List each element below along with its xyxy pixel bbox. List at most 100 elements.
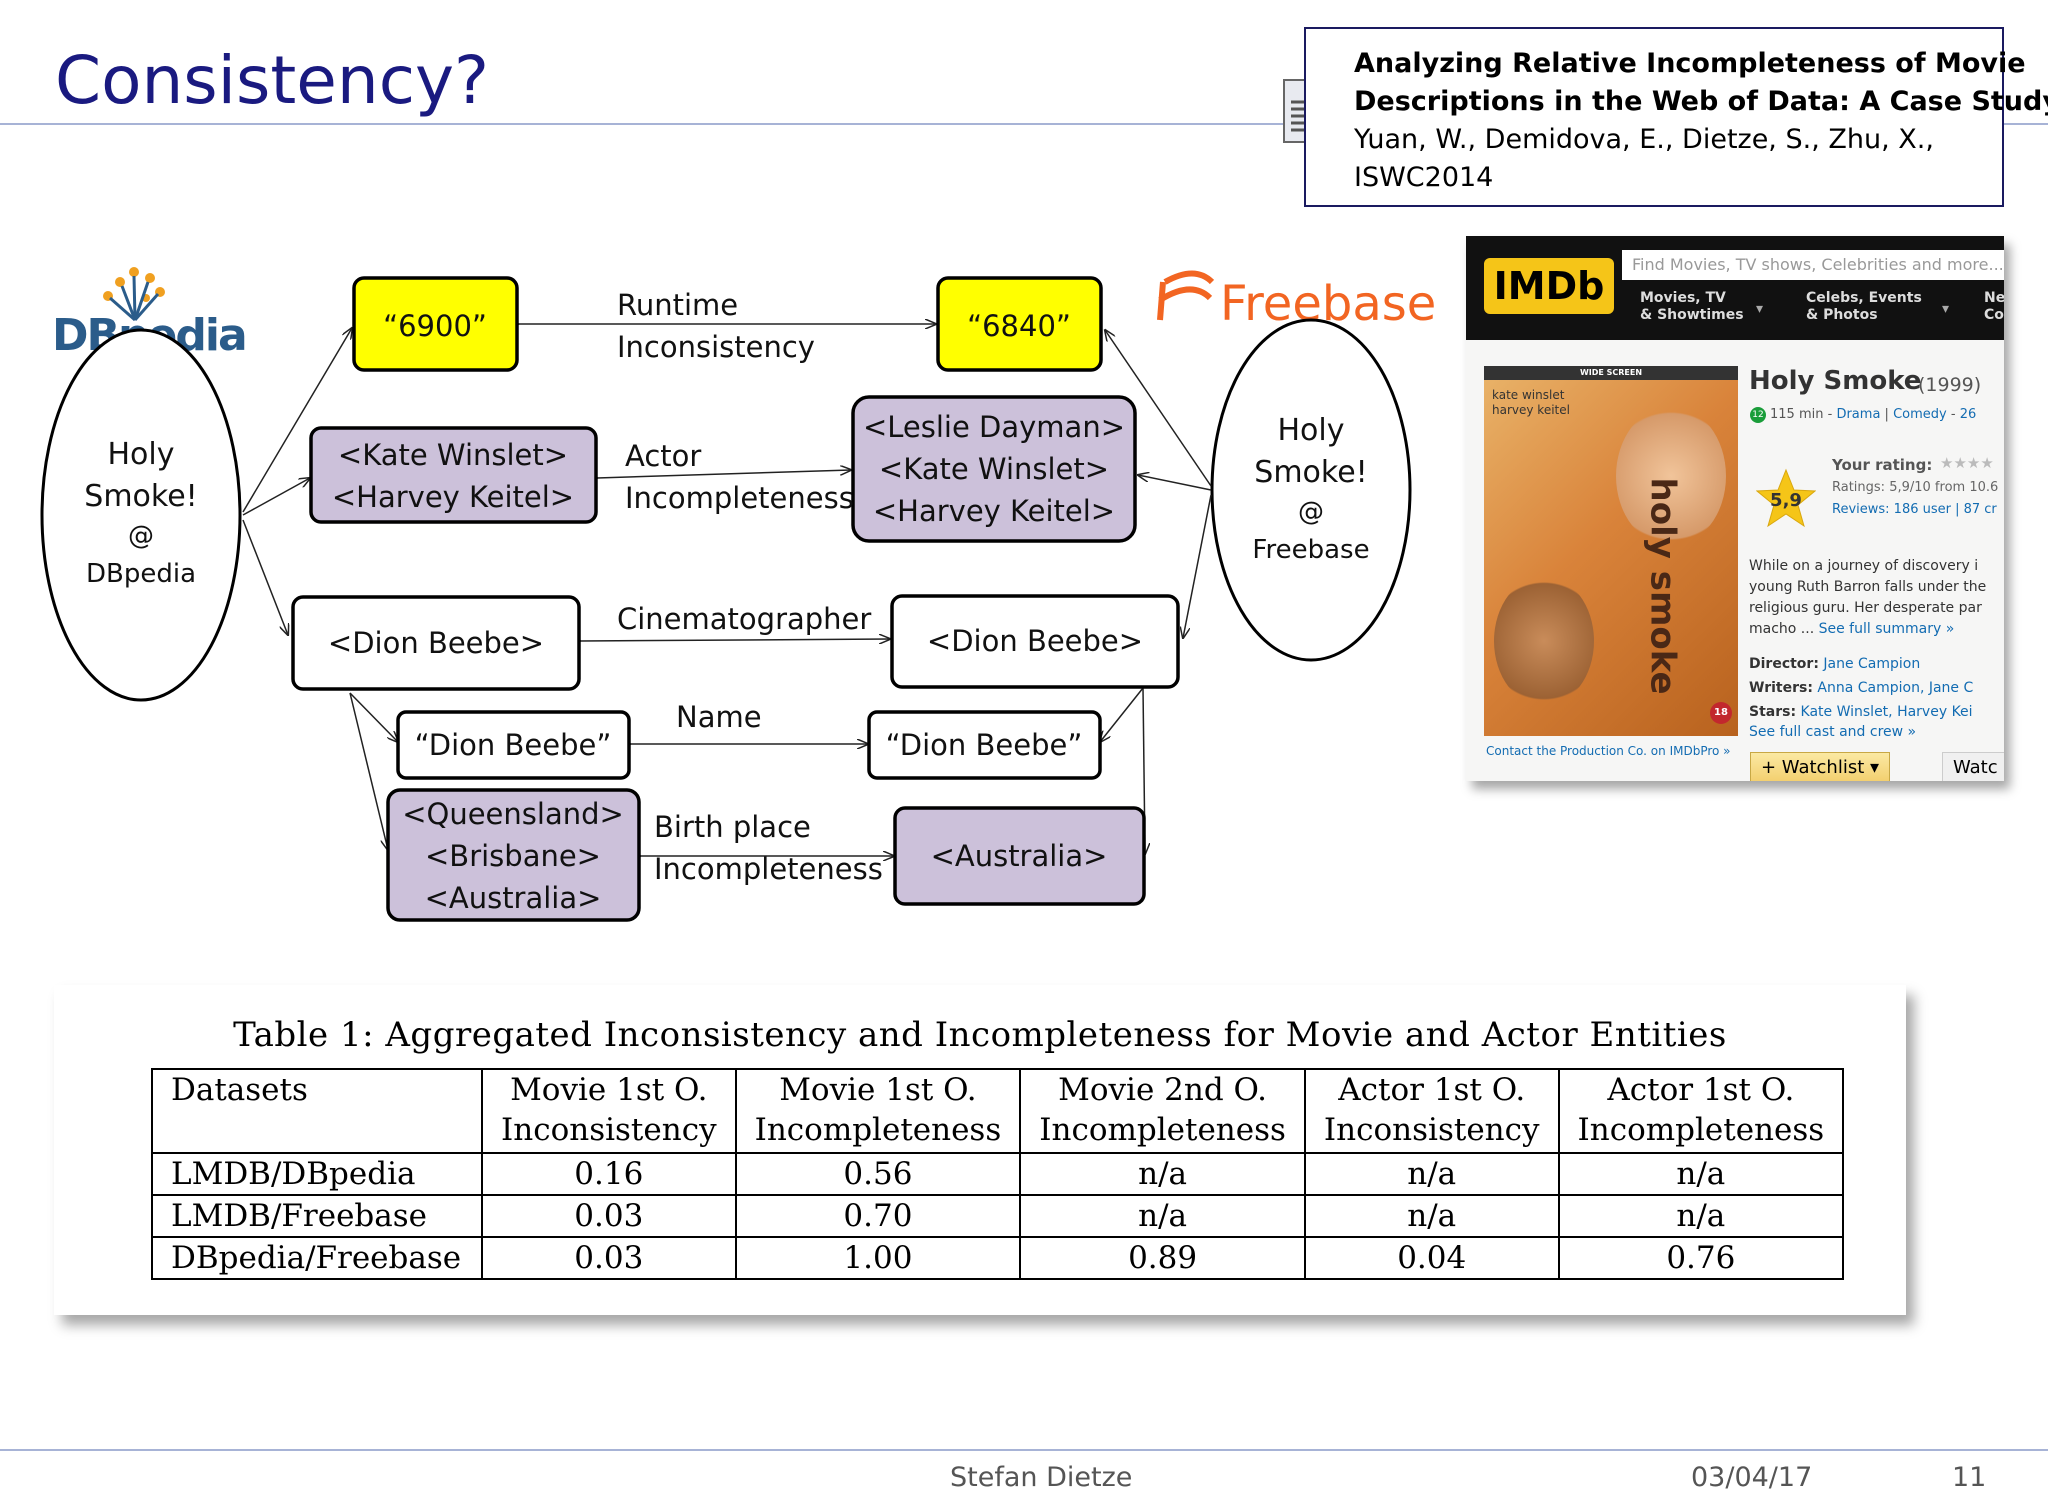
runtime-label-2: Inconsistency — [617, 330, 815, 364]
imdb-logo[interactable]: IMDb — [1484, 258, 1614, 314]
cinematographer-left-node — [291, 595, 581, 691]
results-table-image: Table 1: Aggregated Inconsistency and In… — [54, 985, 1906, 1315]
freebase-entity-line3: @ — [1298, 497, 1324, 527]
header-col: Movie 1st O.Incompleteness — [734, 1068, 1022, 1154]
name-left-value: “Dion Beebe” — [415, 728, 612, 762]
reviews-line[interactable]: Reviews: 186 user | 87 cr — [1832, 502, 1997, 517]
reference-venue: ISWC2014 — [1354, 162, 1494, 193]
runtime-left-node — [352, 276, 519, 372]
imdb-content: WIDE SCREEN kate winslet harvey keitel h… — [1466, 340, 2004, 781]
actor-label-2: Incompleteness — [625, 481, 854, 515]
cinematographer-right-node — [890, 594, 1180, 689]
reference-title-line1: Analyzing Relative Incompleteness of Mov… — [1354, 48, 2026, 79]
title-divider — [0, 123, 2048, 125]
dbpedia-entity-line3: @ — [128, 521, 154, 551]
birthplace-left-1: <Queensland> — [402, 797, 624, 831]
table-row: LMDB/Freebase 0.03 0.70 n/a n/a n/a — [151, 1194, 1845, 1238]
imdb-search-input[interactable]: Find Movies, TV shows, Celebrities and m… — [1622, 250, 2004, 280]
table-header-row: Datasets Movie 1st O.Inconsistency Movie… — [151, 1068, 1845, 1154]
slide-title: Consistency? — [55, 42, 490, 119]
dbpedia-entity-line4: DBpedia — [86, 559, 196, 589]
chevron-down-icon: ▾ — [1870, 757, 1880, 778]
imdb-screenshot: IMDb Find Movies, TV shows, Celebrities … — [1466, 236, 2004, 781]
rating-score: 5,9 — [1770, 490, 1802, 511]
movie-title: Holy Smoke — [1749, 366, 1922, 396]
chevron-down-icon: ▾ — [1942, 301, 1950, 317]
footer-date: 03/04/17 — [1691, 1462, 1813, 1493]
results-table: Datasets Movie 1st O.Inconsistency Movie… — [151, 1068, 1845, 1280]
header-col: Actor 1st O.Incompleteness — [1557, 1068, 1845, 1154]
birthplace-label-1: Birth place — [654, 810, 811, 844]
imdbpro-link[interactable]: Contact the Production Co. on IMDbPro » — [1486, 744, 1731, 758]
see-cast-link[interactable]: See full cast and crew » — [1749, 724, 1917, 740]
freebase-entity-line2: Smoke! — [1254, 455, 1367, 490]
header-col: Movie 1st O.Inconsistency — [481, 1068, 737, 1154]
runtime-right-node — [936, 276, 1103, 372]
credits: Director: Jane Campion Writers: Anna Cam… — [1749, 656, 1974, 720]
runtime-label-1: Runtime — [617, 288, 738, 322]
movie-meta: 115 min - Drama | Comedy - 26 — [1770, 407, 1977, 422]
footer-page-number: 11 — [1952, 1462, 1987, 1493]
imdb-nav-celebs[interactable]: Celebs, Events& Photos — [1806, 290, 1922, 323]
header-col: Movie 2nd O.Incompleteness — [1019, 1068, 1306, 1154]
poster-names: kate winslet harvey keitel — [1492, 388, 1570, 417]
freebase-entity-ellipse — [1210, 318, 1412, 662]
dbpedia-entity-line2: Smoke! — [84, 479, 197, 514]
actors-right-3: <Harvey Keitel> — [873, 494, 1115, 528]
birthplace-right-value: <Australia> — [931, 839, 1108, 873]
poster-face-image — [1616, 406, 1726, 546]
actors-right-node — [851, 395, 1137, 543]
poster-age-rating: 18 — [1710, 702, 1732, 724]
imdb-nav-movies[interactable]: Movies, TV& Showtimes — [1640, 290, 1744, 323]
comparison-diagram: DBpedia Freebase Holy Smoke! @ DBpedia H… — [40, 267, 1436, 922]
rating-stars-input[interactable]: ★★★★ — [1940, 454, 1994, 472]
movie-poster[interactable]: WIDE SCREEN kate winslet harvey keitel h… — [1484, 366, 1738, 736]
header-datasets: Datasets — [151, 1068, 483, 1154]
movie-year[interactable]: (1999) — [1918, 374, 1982, 396]
director-link[interactable]: Jane Campion — [1823, 656, 1921, 672]
reference-title-line2: Descriptions in the Web of Data: A Case … — [1354, 86, 2048, 117]
cinematographer-right-value: <Dion Beebe> — [927, 624, 1143, 658]
birthplace-label-2: Incompleteness — [654, 852, 883, 886]
birthplace-left-2: <Brisbane> — [425, 839, 601, 873]
actor-label-1: Actor — [625, 439, 701, 473]
plot-summary: While on a journey of discovery i young … — [1749, 558, 1987, 637]
cinematographer-left-value: <Dion Beebe> — [328, 626, 544, 660]
poster-face-image — [1494, 576, 1594, 706]
dbpedia-entity-ellipse — [40, 328, 242, 702]
actors-right-2: <Kate Winslet> — [879, 452, 1109, 486]
table-row: LMDB/DBpedia 0.16 0.56 n/a n/a n/a — [151, 1152, 1845, 1196]
freebase-entity-line1: Holy — [1277, 413, 1344, 448]
dbpedia-entity-line1: Holy — [107, 437, 174, 472]
your-rating-label: Your rating: — [1832, 456, 1933, 474]
poster-title: holy smoke — [1642, 477, 1683, 695]
imdb-header-bar: IMDb Find Movies, TV shows, Celebrities … — [1466, 236, 2004, 340]
star-icon — [1756, 468, 1816, 528]
stars-link[interactable]: Kate Winslet, Harvey Kei — [1800, 704, 1973, 720]
actors-left-node — [309, 426, 598, 524]
name-right-value: “Dion Beebe” — [886, 728, 1083, 762]
actors-right-1: <Leslie Dayman> — [863, 410, 1125, 444]
see-full-summary-link[interactable]: See full summary » — [1818, 621, 1955, 637]
writers-link[interactable]: Anna Campion, Jane C — [1817, 680, 1974, 696]
actors-left-1: <Kate Winslet> — [338, 438, 568, 472]
birthplace-right-node — [893, 806, 1146, 906]
reference-authors: Yuan, W., Demidova, E., Dietze, S., Zhu,… — [1354, 124, 1934, 155]
watchlist-button[interactable]: + Watchlist ▾ — [1750, 752, 1891, 781]
birthplace-left-node — [386, 788, 641, 922]
name-label: Name — [676, 700, 762, 734]
watch-button[interactable]: Watc — [1942, 752, 2004, 781]
birthplace-left-3: <Australia> — [425, 881, 602, 915]
header-col: Actor 1st O.Inconsistency — [1303, 1068, 1560, 1154]
cinematographer-label: Cinematographer — [617, 602, 871, 636]
reference-box: Analyzing Relative Incompleteness of Mov… — [1304, 27, 2048, 207]
poster-banner: WIDE SCREEN — [1484, 366, 1738, 380]
certificate-badge: 12 — [1750, 407, 1766, 423]
freebase-entity-line4: Freebase — [1252, 535, 1369, 565]
runtime-right-value: “6840” — [967, 309, 1071, 343]
ratings-line: Ratings: 5,9/10 from 10.6 — [1832, 480, 1999, 495]
table-caption: Table 1: Aggregated Inconsistency and In… — [233, 1015, 1727, 1055]
runtime-left-value: “6900” — [383, 309, 487, 343]
footer-divider — [0, 1449, 2048, 1451]
